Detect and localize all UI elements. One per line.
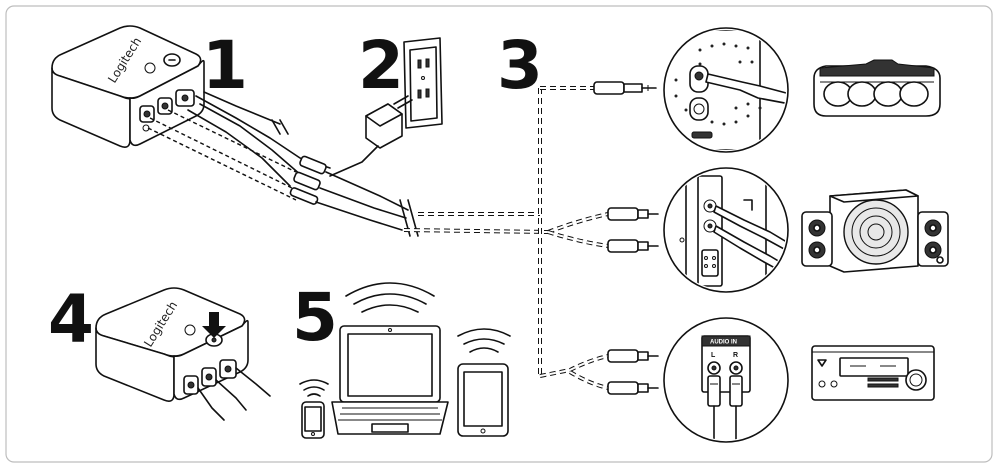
logo-mark-icon (144, 62, 156, 74)
receiver-step4-icon: Logitech (95, 287, 271, 421)
step-number-2: 2 (358, 27, 404, 104)
smartphone-icon (301, 401, 325, 439)
laptop-icon (331, 325, 449, 435)
portable-speaker-icon (813, 59, 941, 117)
av-receiver-icon (811, 345, 935, 401)
mini-jack-plug-icon (593, 81, 657, 95)
detail-circle-speaker-rca (663, 167, 789, 293)
detail-circle-audio-in: AUDIO IN L R (663, 317, 789, 443)
arrow-down-icon (202, 312, 226, 338)
tablet-icon (457, 363, 509, 437)
step1-cables (147, 91, 419, 237)
logo-mark-icon (184, 324, 196, 336)
wifi-signal-icon (299, 379, 329, 397)
step-number-5: 5 (292, 279, 338, 356)
audio-in-label: AUDIO IN (710, 340, 737, 346)
wifi-signal-icon (345, 282, 435, 313)
speaker-system-icon (801, 189, 949, 273)
step3-cable-lines (403, 86, 609, 390)
step-number-4: 4 (48, 281, 94, 358)
wall-outlet-icon (403, 37, 443, 129)
receiver-step1-icon: Logitech (51, 25, 205, 148)
step-number-3: 3 (497, 27, 543, 104)
rca-plug-icon (289, 155, 327, 205)
wifi-signal-icon (457, 328, 511, 353)
channel-right-label: R (733, 352, 738, 359)
step-number-1: 1 (202, 27, 248, 104)
power-adapter-icon (329, 95, 413, 177)
rca-plug-pair-icon (607, 207, 659, 253)
rca-plug-pair-icon (607, 349, 659, 395)
channel-left-label: L (711, 352, 716, 359)
detail-circle-minijack (663, 27, 789, 153)
